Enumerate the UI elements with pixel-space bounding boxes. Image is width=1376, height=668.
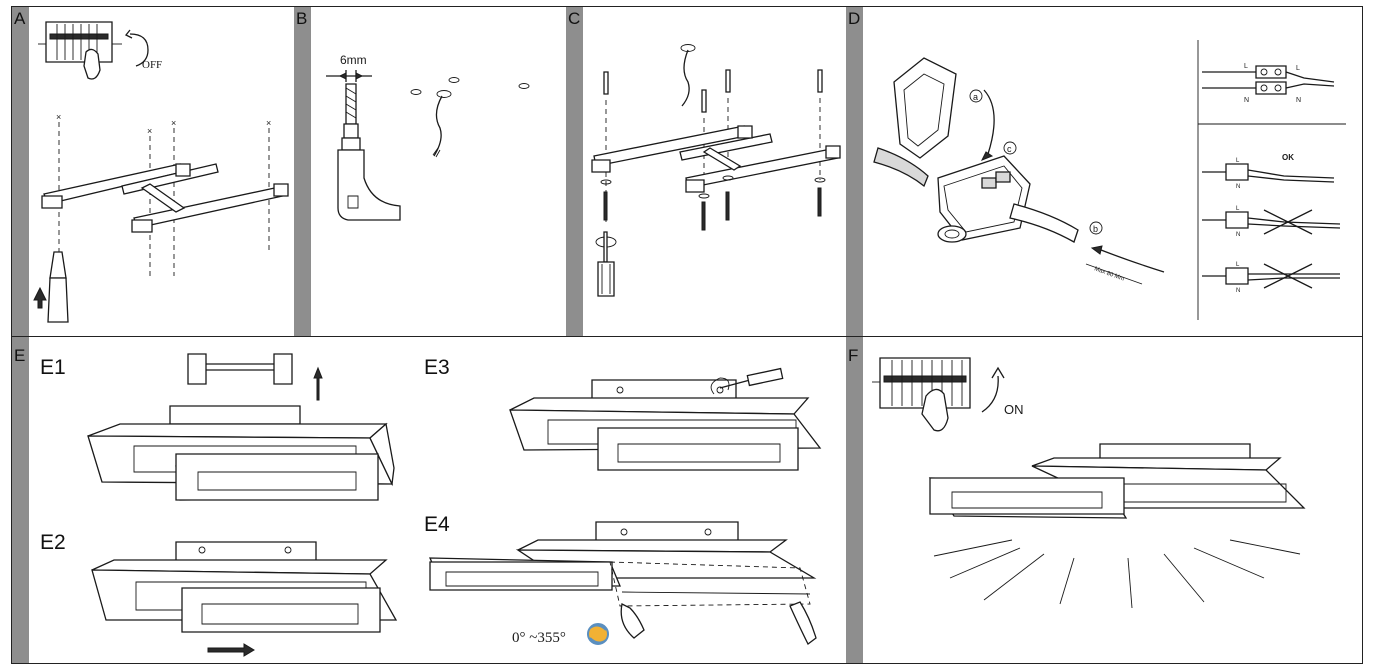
gutter-d: [846, 7, 863, 336]
wire-ok-example: OK L N: [1202, 153, 1334, 190]
bottom-row-frame: [11, 336, 1363, 664]
mounting-bracket: [42, 164, 288, 232]
breaker-box-illustration-f: [872, 358, 970, 431]
gutter-e: [12, 337, 29, 663]
svg-text:×: ×: [56, 112, 61, 122]
gutter-c: [566, 7, 583, 336]
svg-text:N: N: [1236, 288, 1240, 294]
up-arrow-icon: [314, 368, 322, 400]
panel-f-illustration: ON: [864, 338, 1360, 663]
svg-text:N: N: [1296, 97, 1301, 104]
step-e2-label: E2: [40, 531, 66, 554]
svg-text:L: L: [1296, 65, 1300, 72]
e2-lamp: [92, 542, 396, 656]
svg-text:L: L: [1236, 262, 1240, 268]
rotation-range-label: 0° ~355°: [512, 630, 566, 646]
panel-b-illustration: 6mm: [312, 53, 564, 335]
screws: [601, 176, 825, 230]
drill-illustration: [338, 84, 400, 220]
svg-text:×: ×: [171, 118, 176, 128]
svg-text:N: N: [1236, 184, 1240, 190]
panel-e-illustration: 0° ~355°: [30, 338, 844, 663]
terminal-l-label-1: L: [1244, 63, 1248, 70]
right-arrow-icon: [208, 644, 254, 656]
e4-lamp: 0° ~355°: [430, 522, 816, 646]
svg-text:L: L: [1236, 206, 1240, 212]
breaker-box-illustration: [38, 22, 122, 79]
ok-label: OK: [1282, 153, 1294, 162]
gutter-f: [846, 337, 863, 663]
wire-wrong-example-2: L N: [1202, 262, 1340, 294]
pencil-illustration: [34, 252, 68, 322]
e3-lamp: [510, 369, 820, 470]
panel-a-illustration: OFF × × × ×: [30, 8, 292, 335]
e1-lamp: [88, 406, 394, 500]
rotate-icon: [588, 624, 608, 644]
svg-text:×: ×: [147, 126, 152, 136]
hand-icon: [621, 604, 644, 638]
screwdriver-icon: [711, 369, 783, 394]
terminal-n-label-1: N: [1244, 97, 1249, 104]
junction-box-illustration: a c b Max 80 Mm: [874, 58, 1164, 284]
panel-d-illustration: a c b Max 80 Mm L N L N: [864, 8, 1360, 335]
panel-letter-c: C: [568, 9, 581, 28]
mounting-bracket-c: [592, 126, 840, 192]
panel-letter-a: A: [14, 9, 26, 28]
drill-size-label: 6mm: [340, 53, 367, 67]
light-rays: [934, 540, 1300, 608]
gutter-a: [12, 7, 29, 336]
svg-text:N: N: [1236, 232, 1240, 238]
off-arrow-icon: [130, 34, 148, 66]
up-arrow-icon: [34, 288, 46, 308]
step-e1-label: E1: [40, 356, 66, 379]
panel-letter-b: B: [296, 9, 308, 28]
panel-letter-f: F: [848, 346, 859, 365]
hand-icon-right: [790, 602, 816, 644]
ceiling-holes: [411, 78, 529, 158]
wire-wrong-example-1: L N: [1202, 206, 1340, 238]
step-e4-label: E4: [424, 513, 450, 536]
gutter-b: [294, 7, 311, 336]
svg-text:×: ×: [266, 118, 271, 128]
panel-c-illustration: [584, 8, 844, 335]
lamp-on: [930, 444, 1304, 518]
e1-bracket: [188, 354, 322, 400]
screwdriver-icon: [596, 232, 616, 296]
ceiling-wire: [681, 45, 695, 107]
step-c-label: c: [1007, 144, 1012, 154]
on-label: ON: [1004, 402, 1024, 417]
panel-letter-d: D: [848, 9, 861, 28]
svg-text:L: L: [1236, 158, 1240, 164]
off-label: OFF: [142, 59, 162, 71]
step-a-label: a: [973, 92, 978, 102]
panel-letter-e: E: [14, 346, 26, 365]
step-b-label: b: [1093, 224, 1098, 234]
on-arrow-icon: [982, 376, 998, 412]
step-e3-label: E3: [424, 356, 450, 379]
terminal-diagram: L N L N: [1202, 63, 1334, 104]
